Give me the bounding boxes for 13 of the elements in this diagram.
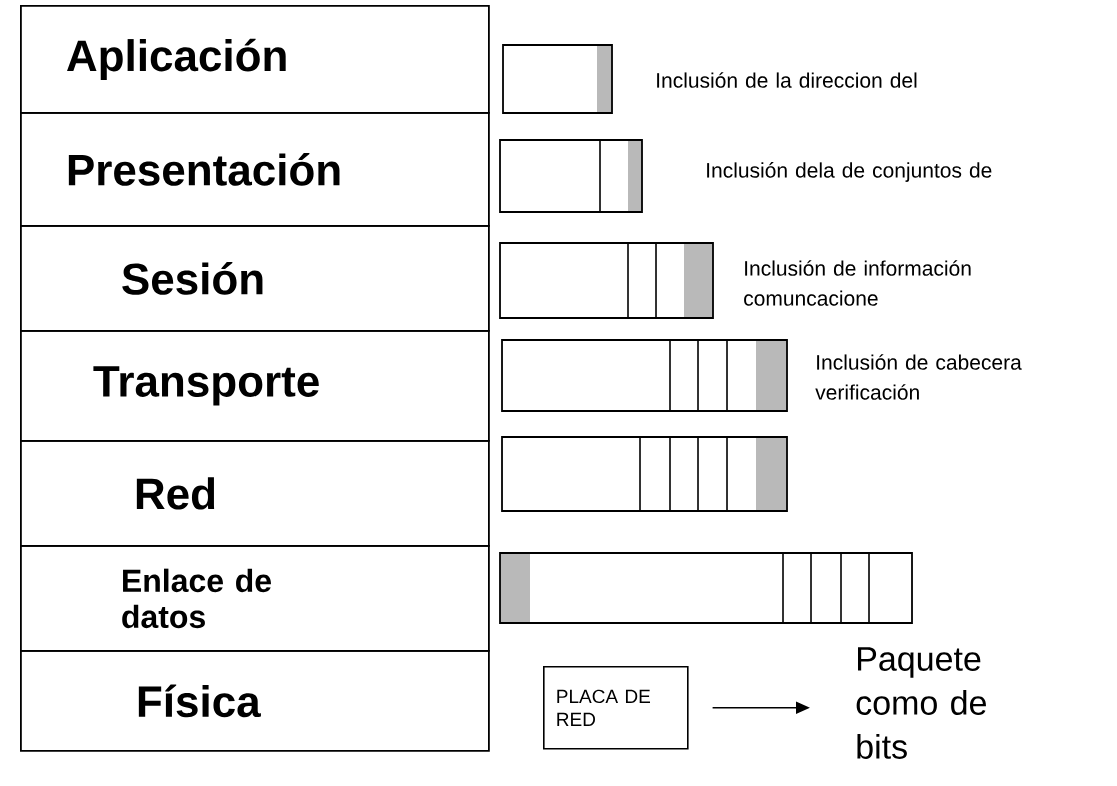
packet-text: Paquete como de bits [856, 647, 986, 759]
packet-note: Inclusión dela de conjuntos de [707, 162, 992, 182]
layer-box: Sesión [20, 225, 490, 332]
packet-note: Inclusión de cabecera verificación [815, 354, 1022, 400]
network-card-box: PLACA DE RED [543, 666, 689, 750]
layer-box: Transporte [20, 330, 490, 442]
layer-box: Red [20, 440, 490, 547]
packet-note: Inclusión de información comuncacione [744, 260, 971, 306]
layer-box: Aplicación [20, 5, 490, 114]
layer-box: Presentación [20, 112, 490, 227]
layer-box: Física [20, 650, 490, 752]
layer-box: Enlace de datos [20, 545, 490, 652]
packet-note: Inclusión de la direccion del [657, 72, 917, 88]
